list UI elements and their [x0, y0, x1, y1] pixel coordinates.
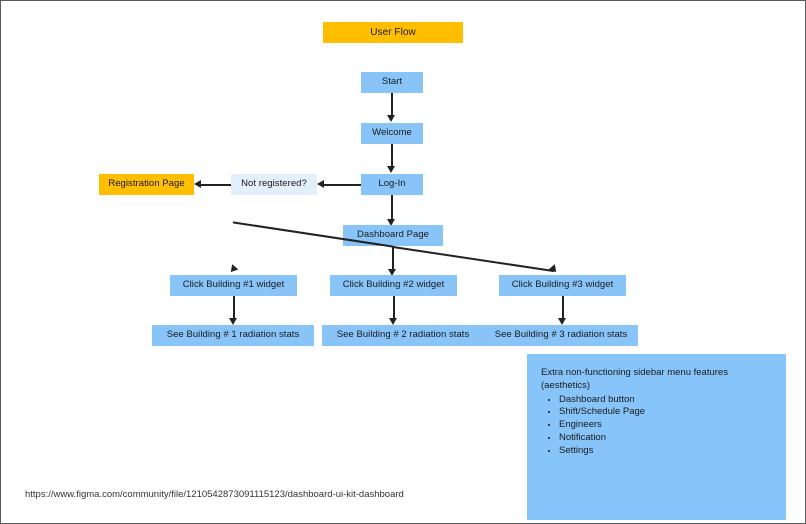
node-dashboard-page[interactable]: Dashboard Page: [343, 225, 443, 246]
node-stats-building-3[interactable]: See Building # 3 radiation stats: [484, 325, 638, 346]
arrowhead-not-registered: [317, 180, 324, 188]
connector-login-to-dashboard: [391, 195, 393, 220]
node-user-flow-title: User Flow: [323, 22, 463, 43]
arrowhead-building2: [388, 269, 396, 276]
list-item: Dashboard button: [559, 394, 772, 407]
source-url-text[interactable]: https://www.figma.com/community/file/121…: [25, 489, 404, 500]
connector-building2-to-stats2: [393, 296, 395, 319]
list-item: Notification: [559, 432, 772, 445]
arrowhead-registration: [194, 180, 201, 188]
connector-dashboard-to-building2: [392, 246, 394, 271]
node-click-building-2[interactable]: Click Building #2 widget: [330, 275, 457, 296]
extra-features-heading: Extra non-functioning sidebar menu featu…: [541, 367, 728, 391]
arrowhead-dashboard: [387, 219, 395, 226]
arrowhead-stats3: [558, 318, 566, 325]
arrowhead-stats1: [229, 318, 237, 325]
connector-welcome-to-login: [391, 144, 393, 167]
list-item: Settings: [559, 445, 772, 458]
node-stats-building-2[interactable]: See Building # 2 radiation stats: [322, 325, 484, 346]
arrowhead-building1: [227, 264, 239, 275]
node-stats-building-1[interactable]: See Building # 1 radiation stats: [152, 325, 314, 346]
arrowhead-login: [387, 166, 395, 173]
node-not-registered[interactable]: Not registered?: [231, 174, 317, 195]
node-welcome[interactable]: Welcome: [361, 123, 423, 144]
list-item: Shift/Schedule Page: [559, 406, 772, 419]
node-login[interactable]: Log-In: [361, 174, 423, 195]
connector-login-to-not-registered: [323, 184, 361, 186]
node-click-building-1[interactable]: Click Building #1 widget: [170, 275, 297, 296]
extra-features-box: Extra non-functioning sidebar menu featu…: [527, 354, 786, 520]
node-registration-page[interactable]: Registration Page: [99, 174, 194, 195]
connector-not-registered-to-registration: [200, 184, 231, 186]
connector-start-to-welcome: [391, 93, 393, 116]
list-item: Engineers: [559, 419, 772, 432]
extra-features-list: Dashboard button Shift/Schedule Page Eng…: [541, 394, 772, 458]
arrowhead-welcome: [387, 115, 395, 122]
node-start[interactable]: Start: [361, 72, 423, 93]
connector-building1-to-stats1: [233, 296, 235, 319]
arrowhead-stats2: [389, 318, 397, 325]
connector-dashboard-to-building3: [392, 246, 555, 272]
arrowhead-building3: [548, 264, 560, 275]
connector-building3-to-stats3: [562, 296, 564, 319]
node-click-building-3[interactable]: Click Building #3 widget: [499, 275, 626, 296]
